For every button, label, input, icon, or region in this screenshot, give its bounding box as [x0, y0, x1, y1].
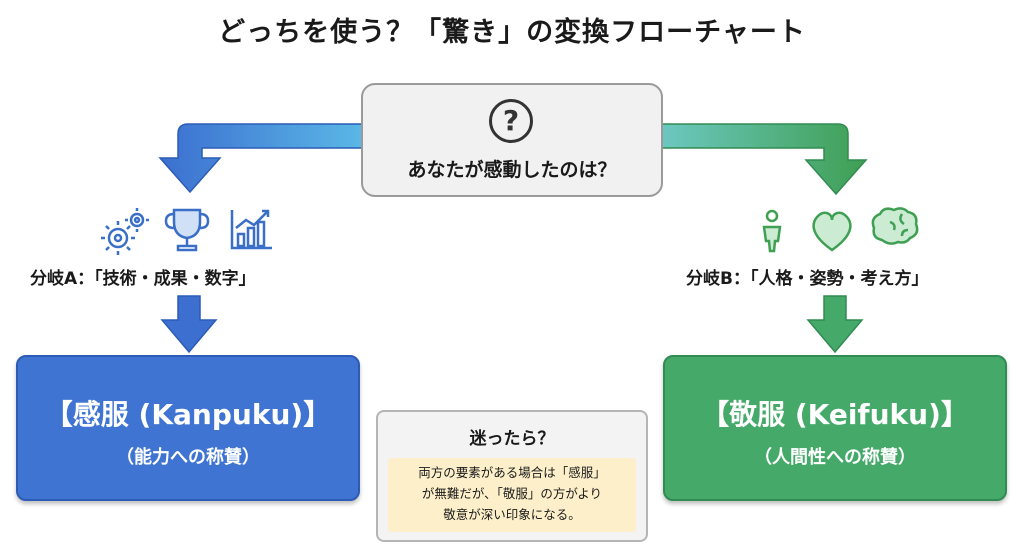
arrow-to-branch-a — [158, 123, 364, 194]
heart-icon — [812, 211, 852, 252]
question-mark-icon: ? — [489, 99, 533, 143]
tip-line: 両方の要素がある場合は「感服」 — [418, 465, 606, 480]
tip-line: 敬意が深い印象になる。 — [443, 507, 581, 522]
page-title: どっちを使う？「驚き」の変換フローチャート — [218, 17, 806, 48]
arrow-to-keifuku — [806, 295, 864, 354]
tip-title: 迷ったら？ — [469, 429, 555, 449]
gears-icon — [101, 208, 149, 255]
trophy-icon — [164, 208, 210, 252]
tip-box: 迷ったら？ 両方の要素がある場合は「感服」 が無難だが、「敬服」の方がより 敬意… — [376, 410, 648, 542]
kanpuku-subtitle: （能力への称賛） — [116, 447, 260, 468]
bar-chart-icon — [230, 209, 272, 250]
tip-body: 両方の要素がある場合は「感服」 が無難だが、「敬服」の方がより 敬意が深い印象に… — [388, 458, 636, 532]
brain-icon — [871, 207, 919, 245]
kanpuku-title: 【感服 (Kanpuku)】 — [44, 398, 332, 431]
tip-line: が無難だが、「敬服」の方がより — [421, 486, 603, 501]
arrow-to-kanpuku — [160, 295, 218, 354]
branch-b-label: 分岐B：「人格・姿勢・考え方」 — [686, 269, 929, 289]
branch-a-label: 分岐A：「技術・成果・数字」 — [30, 269, 256, 289]
keifuku-subtitle: （人間性への称賛） — [754, 447, 916, 468]
question-text: あなたが感動したのは？ — [407, 159, 617, 181]
arrow-to-branch-b — [660, 123, 868, 196]
keifuku-result-box: 【敬服 (Keifuku)】 （人間性への称賛） — [663, 355, 1007, 501]
keifuku-title: 【敬服 (Keifuku)】 — [701, 398, 969, 431]
kanpuku-result-box: 【感服 (Kanpuku)】 （能力への称賛） — [16, 355, 360, 501]
bowing-person-icon — [762, 209, 782, 253]
question-box: ? あなたが感動したのは？ — [361, 83, 663, 197]
